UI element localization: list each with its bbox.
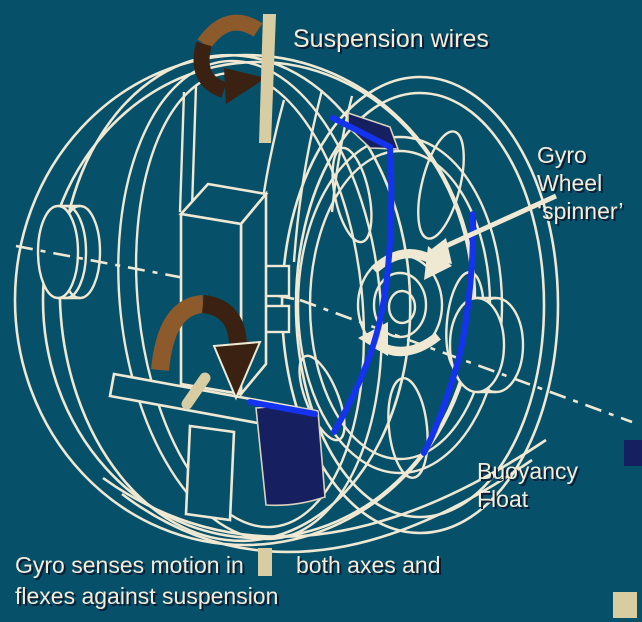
spoke-hole (331, 146, 373, 244)
rotation-arrow-top-icon (193, 14, 266, 104)
axis-line-right (299, 298, 633, 424)
caption-line1-left: Gyro senses motion in (15, 552, 244, 578)
blue-wire-right (421, 211, 477, 456)
label-gyro-wheel-spinner: Gyro Wheel ‘spinner’ (537, 141, 624, 225)
navy-patch-bottom (255, 405, 326, 507)
suspension-rods (181, 14, 637, 618)
spinner-pointer-arrow-icon (420, 193, 558, 264)
label-buoyancy-line1: Buoyancy (477, 458, 579, 484)
suspension-rod-top (259, 14, 276, 143)
label-suspension-wires: Suspension wires (293, 25, 489, 53)
blue-wire-segment (247, 399, 318, 417)
spoke-hole (298, 354, 346, 442)
label-gyro-wheel-line1: Gyro (537, 142, 587, 168)
spoke-hole (417, 130, 465, 240)
label-buoyancy-line2: Float (477, 486, 529, 512)
blue-wire-left (330, 115, 395, 435)
navy-stub-right (624, 440, 642, 466)
navy-patches (255, 111, 642, 507)
blue-suspension-wires (247, 115, 477, 456)
spoke-hole (387, 377, 429, 479)
left-pivot-knob (36, 204, 102, 300)
rotation-arrow-bottom-icon (151, 295, 262, 401)
caption-line2: flexes against suspension (15, 583, 279, 609)
label-gyro-wheel-line3: ‘spinner’ (537, 198, 624, 224)
wheel-hub (387, 289, 417, 325)
suspension-rod-diagonal (181, 372, 211, 410)
label-gyro-wheel-line2: Wheel (537, 170, 603, 196)
wheel-hub (372, 271, 428, 339)
tan-stub-corner (613, 592, 637, 618)
suspension-rod-bottom (258, 548, 272, 576)
caption-line1-right: both axes and (296, 552, 441, 578)
label-buoyancy-float: Buoyancy Float (477, 457, 578, 513)
